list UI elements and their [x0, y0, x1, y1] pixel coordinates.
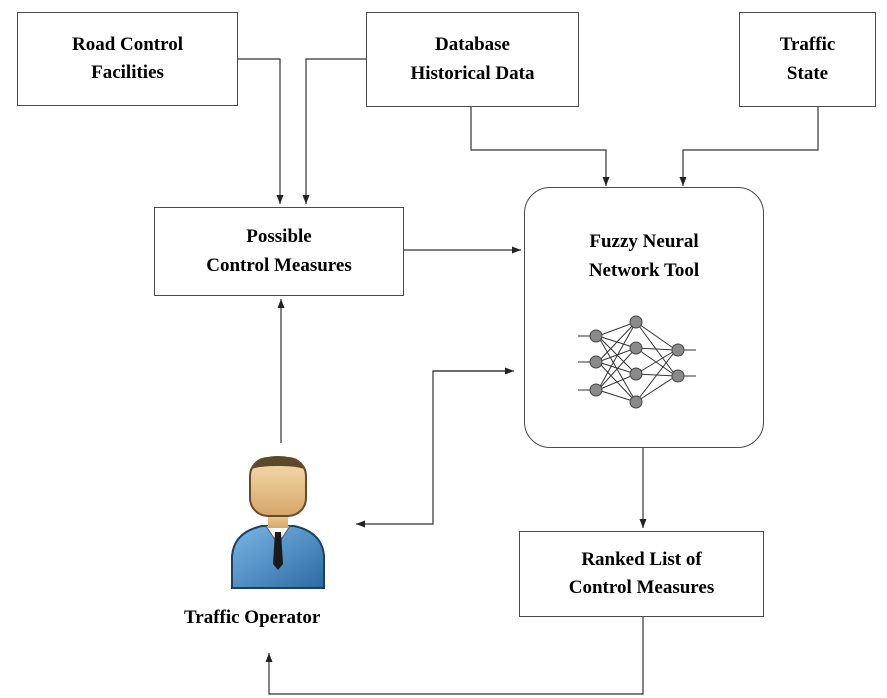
traffic-state-box: Traffic State [739, 12, 876, 107]
database-box: Database Historical Data [366, 12, 579, 107]
possible-measures-label: Possible Control Measures [206, 226, 352, 276]
road-control-label: Road Control Facilities [71, 33, 184, 84]
road-control-facilities-box: Road Control Facilities [17, 12, 238, 106]
arrow-database-to-possible [302, 58, 366, 204]
arrow-database-to-fnn [470, 107, 610, 186]
database-label: Database Historical Data [410, 34, 535, 84]
arrow-state-to-fnn [679, 107, 819, 186]
traffic-state-label: Traffic State [779, 34, 836, 84]
arrow-ranked-to-operator [265, 617, 644, 695]
ranked-list-box: Ranked List of Control Measures [519, 531, 764, 617]
fuzzy-neural-network-box: Fuzzy Neural Network Tool [524, 187, 764, 448]
fnn-tool-label: Fuzzy Neural Network Tool [588, 231, 700, 281]
traffic-operator-label: Traffic Operator [184, 607, 321, 628]
neural-network-icon [578, 315, 696, 409]
ranked-list-label: Ranked List of Control Measures [568, 548, 715, 599]
possible-control-measures-box: Possible Control Measures [154, 207, 404, 296]
arrow-fnn-to-operator [356, 370, 512, 528]
person-icon [231, 456, 325, 589]
arrow-road-to-possible [238, 58, 284, 204]
